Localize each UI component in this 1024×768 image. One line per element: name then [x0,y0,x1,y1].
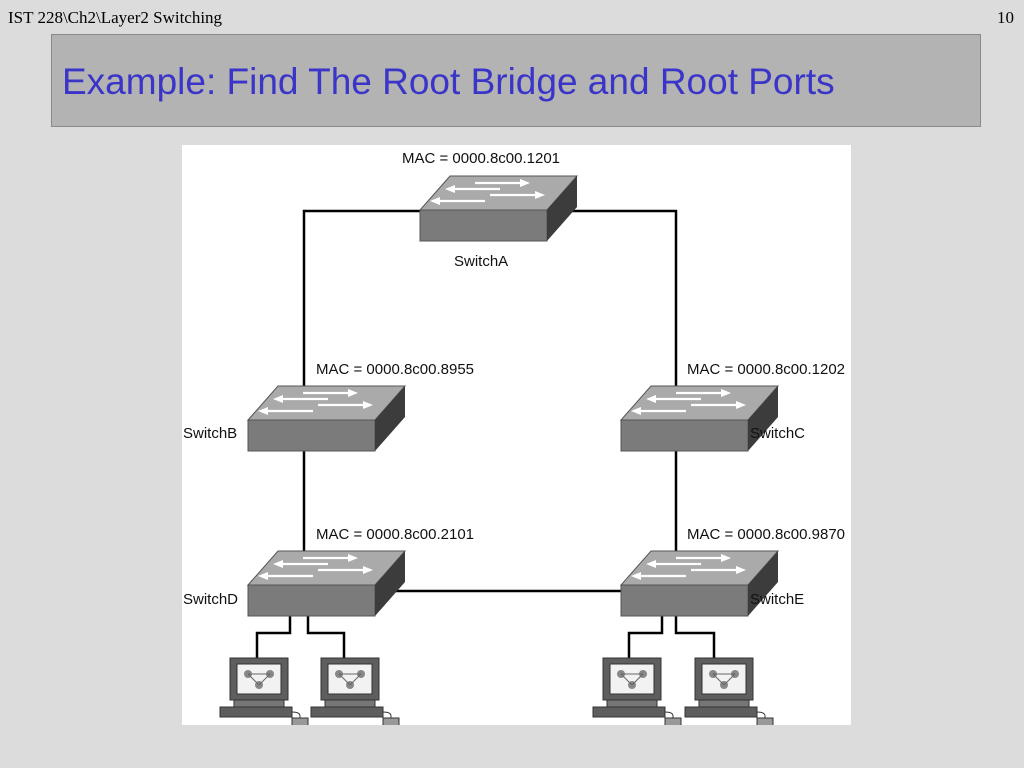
switch-c-mac: MAC = 0000.8c00.1202 [687,361,845,378]
switch-e-mac: MAC = 0000.8c00.9870 [687,526,845,543]
workstation-icon [219,657,309,725]
switch-a-mac: MAC = 0000.8c00.1201 [402,150,560,167]
course-breadcrumb: IST 228\Ch2\Layer2 Switching [8,8,223,27]
network-diagram: MAC = 0000.8c00.1201 SwitchA MAC = 0000.… [182,145,851,725]
switch-b-icon [246,384,407,453]
switch-d-name: SwitchD [183,591,238,608]
switch-b-name: SwitchB [183,425,237,442]
switch-a-icon [418,174,579,243]
workstation-icon [592,657,682,725]
workstation-icon [684,657,774,725]
slide-number: 10 [997,8,1014,27]
workstation-icon [310,657,400,725]
switch-c-name: SwitchC [750,425,805,442]
switch-b-mac: MAC = 0000.8c00.8955 [316,361,474,378]
switch-a-name: SwitchA [454,253,508,270]
switch-e-name: SwitchE [750,591,804,608]
title-bar: Example: Find The Root Bridge and Root P… [51,34,981,127]
slide-title: Example: Find The Root Bridge and Root P… [62,61,835,102]
network-links [255,209,716,660]
switch-d-icon [246,549,407,618]
switch-d-mac: MAC = 0000.8c00.2101 [316,526,474,543]
